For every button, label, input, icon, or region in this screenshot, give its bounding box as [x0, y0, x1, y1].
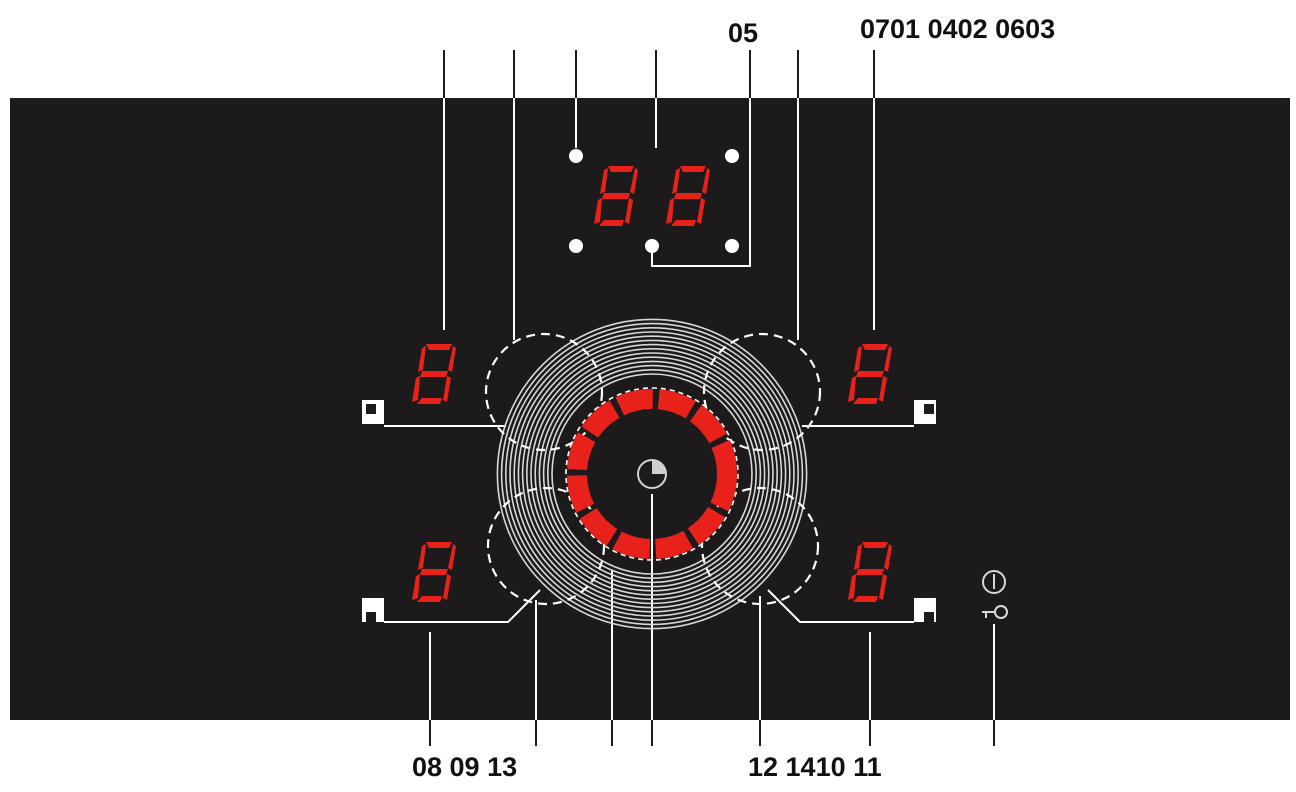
leader-lines-outer: [429, 50, 995, 746]
zone-display-top-left: [412, 344, 456, 404]
zone-display-top-right: [848, 344, 892, 404]
callout-top-single: 05: [728, 18, 759, 48]
slider-ring: [538, 360, 766, 588]
leader-lines-inner: [429, 98, 995, 720]
power-level-ring: [567, 389, 737, 559]
slider-ring: [509, 331, 795, 617]
zone-display-bottom-right: [848, 542, 892, 602]
slider-ring: [521, 343, 783, 605]
slider-ring: [513, 335, 791, 613]
slider-ring: [525, 347, 778, 600]
slider-ring: [534, 356, 770, 592]
callout-top-group: 0701 0402 0603: [860, 14, 1056, 44]
zone-dashed-circles: [484, 332, 822, 606]
zone-selector-bottom-right[interactable]: [767, 589, 936, 623]
power-ring-dividers: [565, 387, 739, 561]
clock-icon[interactable]: [637, 459, 667, 489]
zone-selector-top-left[interactable]: [362, 400, 506, 427]
key-lock-icon[interactable]: [982, 605, 1008, 619]
timer-indicator-dots: [569, 149, 739, 253]
slider-ring: [551, 373, 753, 575]
zone-selector-top-right[interactable]: [802, 400, 936, 427]
slider-ring: [542, 364, 762, 584]
slider-ring: [500, 322, 804, 626]
power-icon[interactable]: [982, 570, 1006, 594]
slider-ring: [496, 318, 808, 630]
slider-ring: [517, 339, 787, 609]
power-slider-rings[interactable]: [496, 318, 808, 630]
slider-ring: [546, 368, 757, 579]
zone-display-bottom-left: [412, 542, 456, 602]
slider-ring: [504, 326, 799, 621]
slider-ring: [530, 352, 774, 596]
callout-bottom-right: 12 1410 11: [748, 752, 882, 782]
timer-display: [594, 166, 710, 226]
callout-bottom-left: 08 09 13: [412, 752, 518, 782]
